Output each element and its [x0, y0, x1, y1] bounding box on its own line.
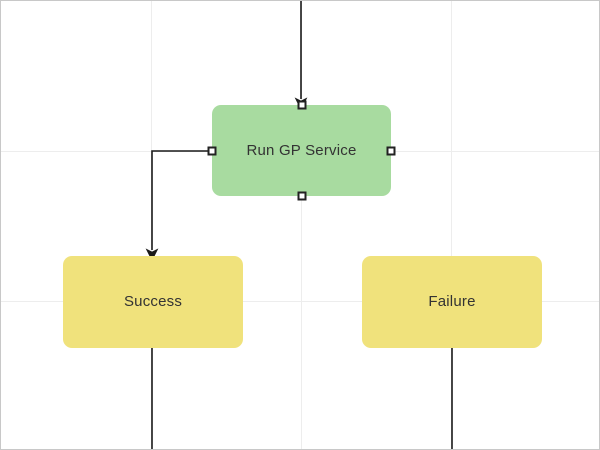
handle-bottom[interactable]	[297, 191, 306, 201]
handle-top[interactable]	[297, 100, 306, 110]
node-label: Run GP Service	[246, 141, 357, 159]
node-success[interactable]: Success	[63, 256, 243, 348]
handle-right[interactable]	[386, 146, 396, 155]
node-failure[interactable]: Failure	[362, 256, 542, 348]
handle-left[interactable]	[207, 146, 217, 155]
edge-run-gp-service-to-success[interactable]	[145, 150, 210, 262]
node-label: Failure	[428, 293, 476, 310]
node-label: Success	[123, 293, 183, 310]
node-run-gp-service[interactable]: Run GP Service	[207, 100, 396, 201]
